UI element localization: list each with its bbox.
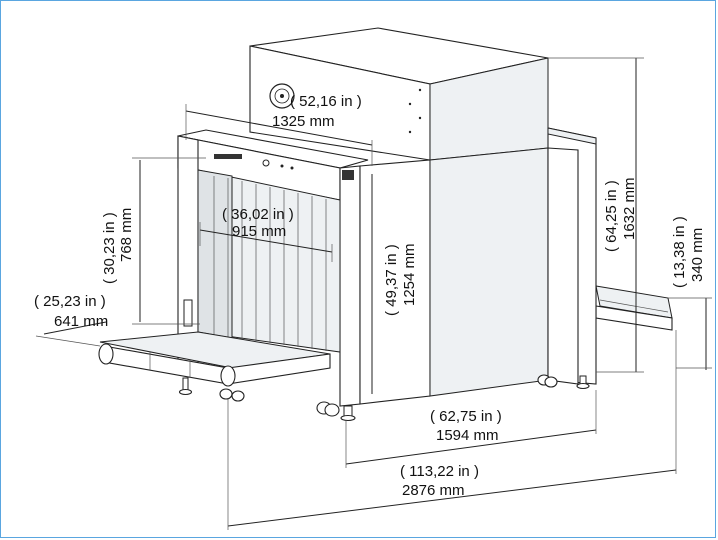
side-handle-icon [183,299,193,327]
front-conveyor [98,331,331,402]
dimension-labels: ( 52,16 in ) 1325 mm ( 36,02 in ) 915 mm… [34,93,706,499]
body-length-mm-label: 1594 mm [436,427,499,444]
emergency-stop-icon [342,170,354,180]
tunnel-opening [183,169,341,353]
fan-icon [269,83,295,109]
body-height-in-label: ( 49,37 in ) [383,244,400,316]
control-panel-display [214,154,242,159]
conveyor-mm-label: 641 mm [54,313,108,330]
top-cabinet [249,27,549,161]
tunnel-width-in-label: ( 36,02 in ) [222,206,294,223]
conveyor-in-label: ( 25,23 in ) [34,293,106,310]
belt-height-in-label: ( 13,38 in ) [671,216,688,288]
tunnel-height-mm-label: 768 mm [118,208,135,262]
body-length-in-label: ( 62,75 in ) [430,408,502,425]
belt-height-mm-label: 340 mm [689,228,706,282]
total-length-in-label: ( 113,22 in ) [400,463,479,480]
base-wheels [316,374,590,422]
rear-conveyor [595,285,673,331]
length-mm-label: 1325 mm [272,113,335,130]
tunnel-height-in-label: ( 30,23 in ) [101,212,118,284]
length-in-label: ( 52,16 in ) [290,93,362,110]
total-length-mm-label: 2876 mm [402,482,465,499]
tunnel-width-mm-label: 915 mm [232,223,286,240]
dimension-lines [35,57,712,530]
total-height-mm-label: 1632 mm [621,177,638,240]
total-height-in-label: ( 64,25 in ) [603,180,620,252]
body-height-mm-label: 1254 mm [401,243,418,306]
